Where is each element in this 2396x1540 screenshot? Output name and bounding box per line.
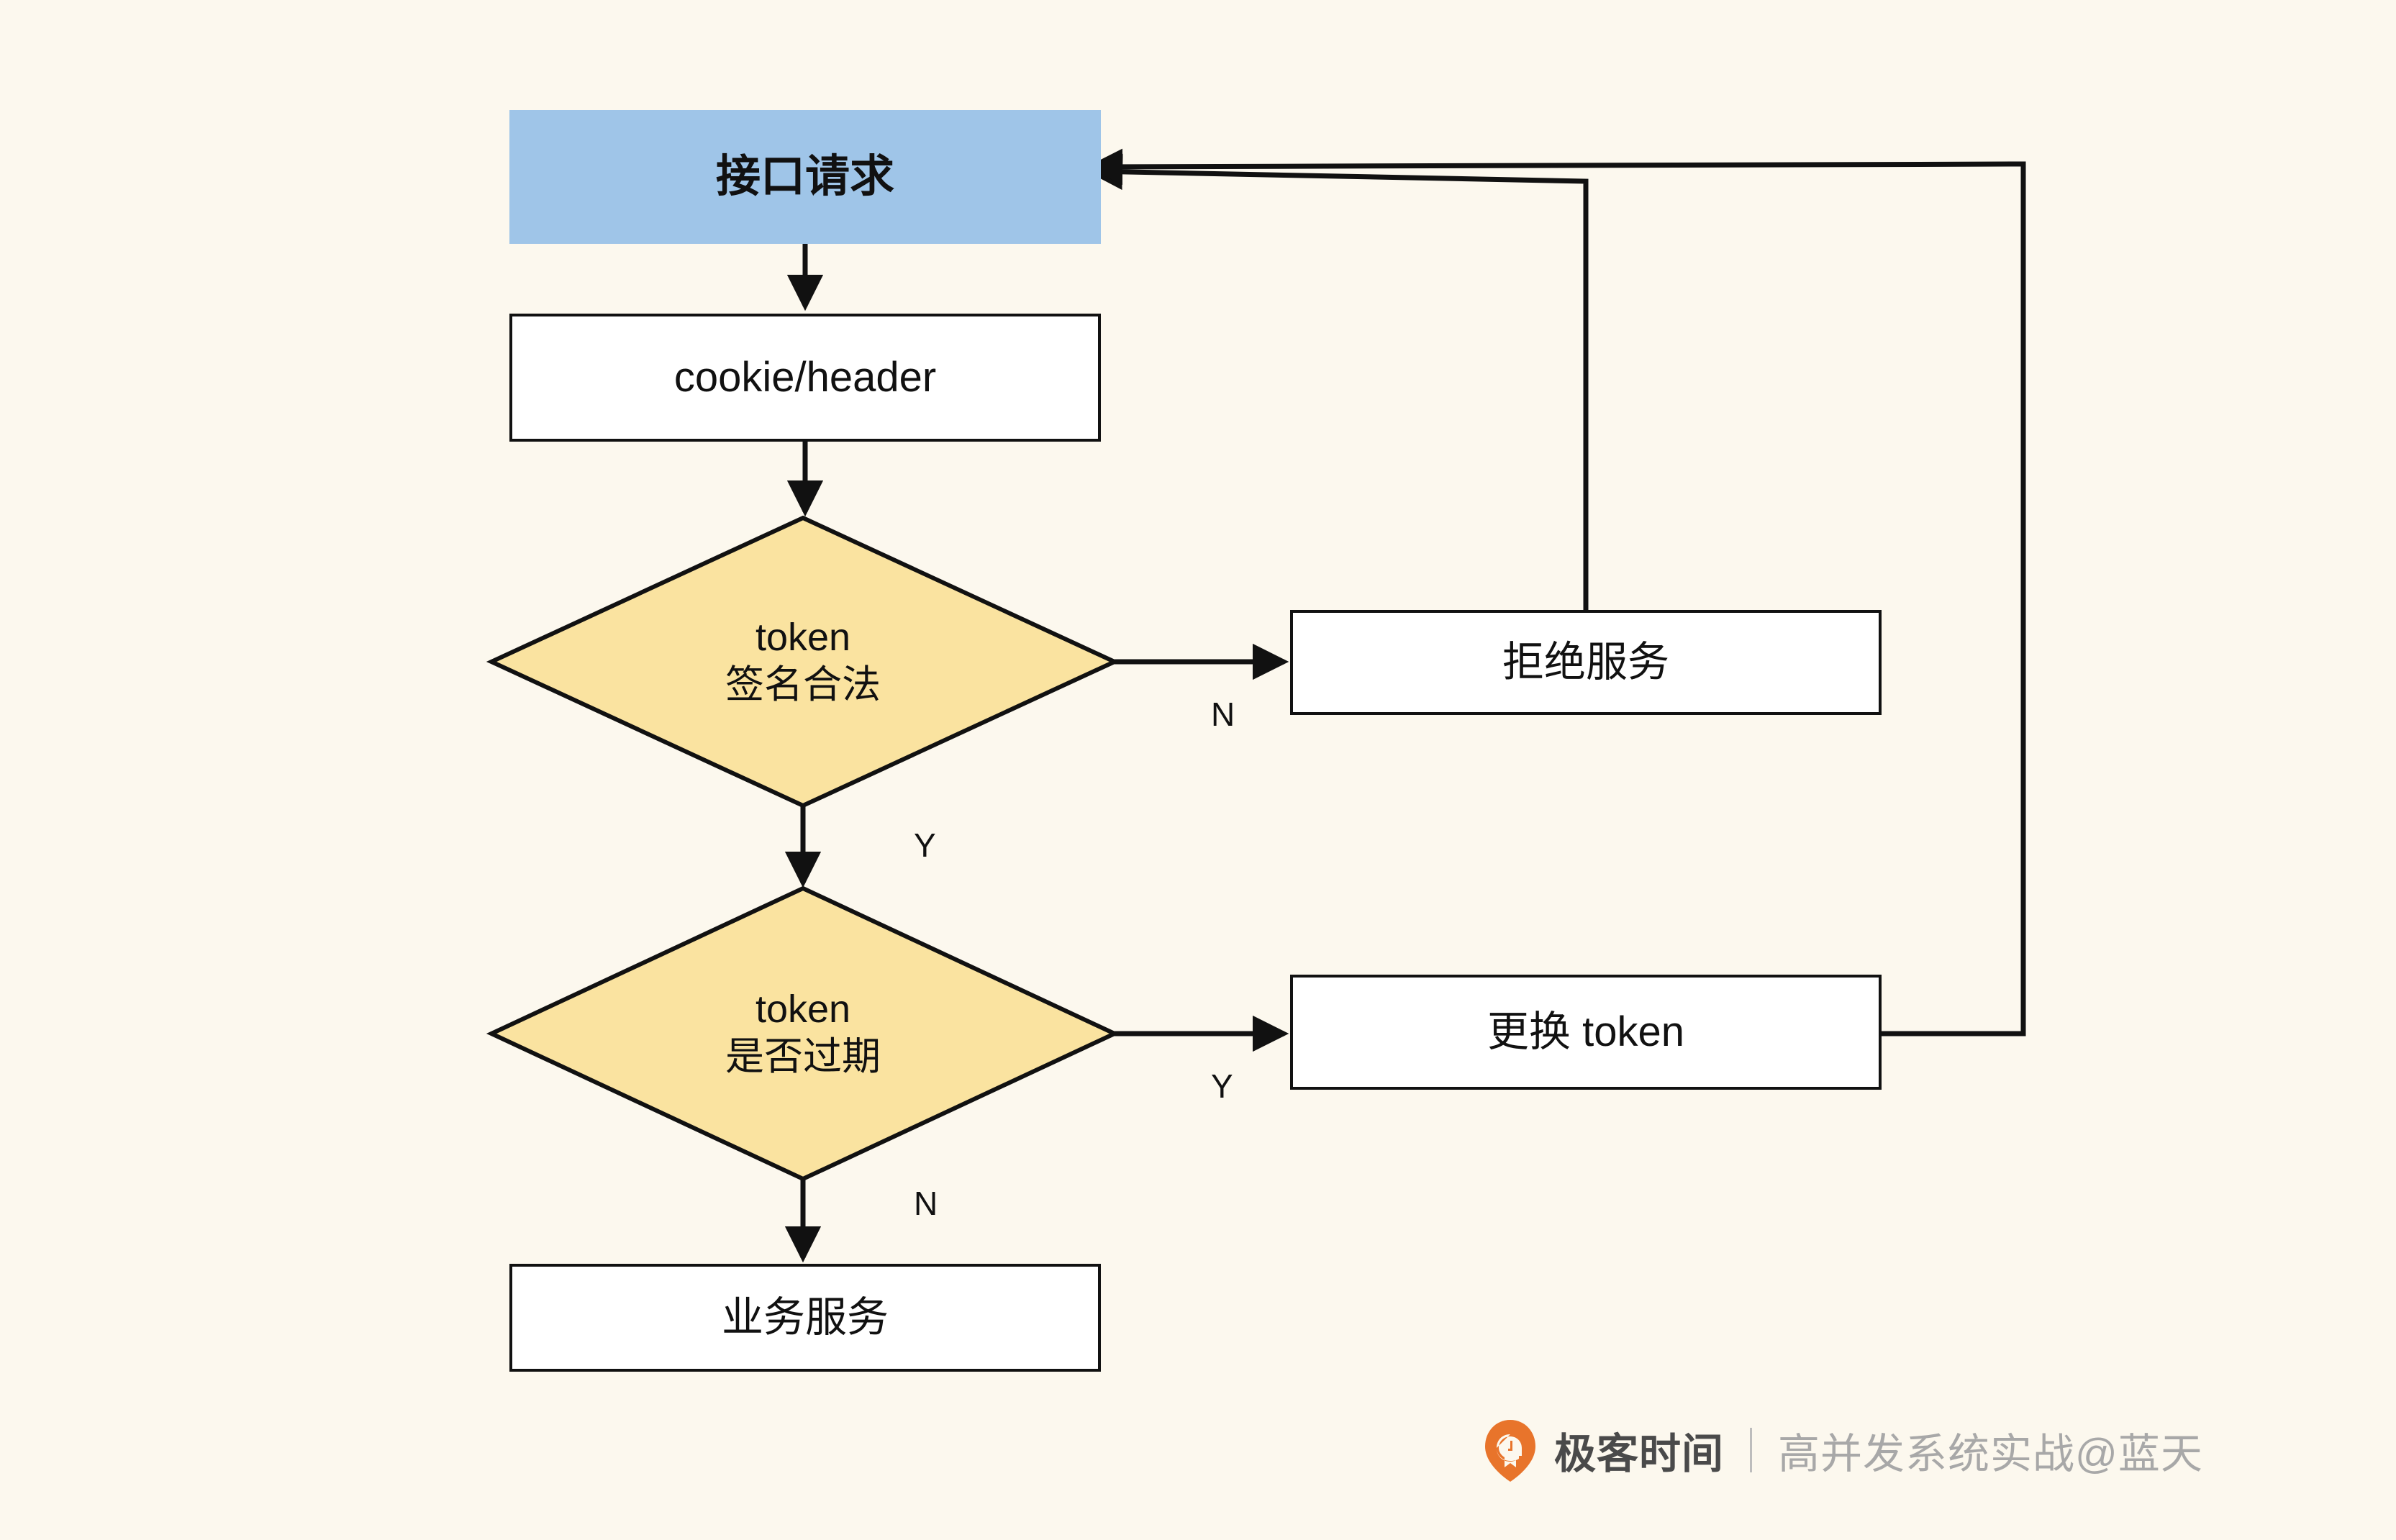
- edge-label-token-signature-no: N: [1211, 696, 1235, 733]
- node-request-label: 接口请求: [715, 152, 894, 202]
- node-token-signature-label-line1: token: [755, 616, 851, 660]
- watermark-divider: [1750, 1428, 1753, 1472]
- node-token-expired-label-line1: token: [755, 988, 851, 1031]
- node-token-signature[interactable]: token 签名合法: [491, 518, 1115, 806]
- watermark-course: 高并发系统实战@蓝天: [1778, 1431, 2203, 1477]
- node-token-expired[interactable]: token 是否过期: [491, 888, 1115, 1179]
- node-business-service[interactable]: 业务服务: [509, 1264, 1101, 1372]
- node-token-expired-label-line2: 是否过期: [725, 1035, 881, 1078]
- edge-label-token-signature-yes: Y: [914, 826, 936, 864]
- node-business-service-label: 业务服务: [721, 1293, 889, 1341]
- geekbang-logo-icon: [1482, 1418, 1538, 1482]
- node-cookie-header-label: cookie/header: [673, 353, 937, 401]
- watermark: 极客时间 高并发系统实战@蓝天: [1482, 1416, 2203, 1485]
- edge-label-token-expired-yes: Y: [1211, 1067, 1233, 1105]
- node-request[interactable]: 接口请求: [509, 110, 1101, 244]
- edge-refresh-token-to-request: [1086, 148, 2026, 1036]
- node-deny-service-label: 拒绝服务: [1502, 638, 1669, 685]
- node-cookie-header[interactable]: cookie/header: [509, 314, 1101, 442]
- node-refresh-token[interactable]: 更换 token: [1290, 975, 1882, 1090]
- edge-deny-service-to-request: [1086, 153, 1589, 610]
- edge-label-token-expired-no: N: [914, 1185, 938, 1222]
- node-token-signature-label-line2: 签名合法: [725, 663, 881, 706]
- node-refresh-token-label: 更换 token: [1487, 1008, 1684, 1055]
- node-deny-service[interactable]: 拒绝服务: [1290, 610, 1882, 715]
- watermark-brand: 极客时间: [1554, 1431, 1725, 1477]
